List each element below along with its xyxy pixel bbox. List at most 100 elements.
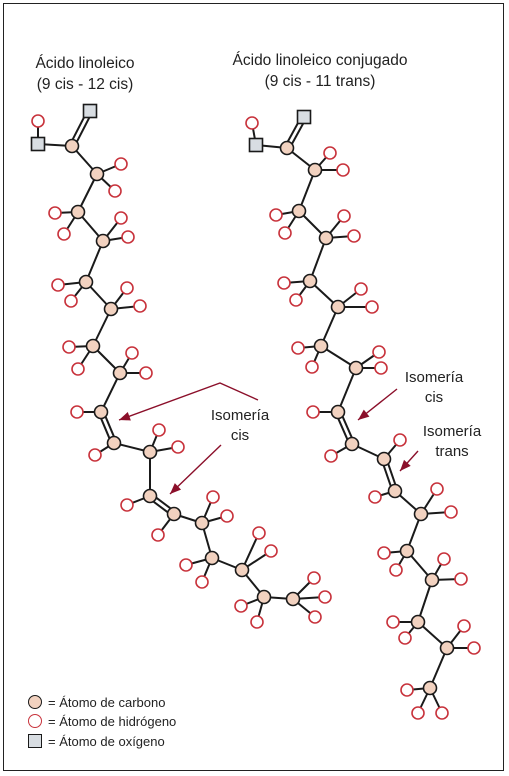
figure-frame [3, 3, 504, 771]
hydrogen-atom [70, 405, 84, 419]
right-trans-label: Isomería trans [412, 422, 492, 462]
arrow-left-isomery-2-head [170, 483, 182, 494]
hydrogen-atom [278, 226, 292, 240]
carbon-atom [376, 451, 392, 467]
hydrogen-atom [152, 423, 166, 437]
carbon-atom [422, 680, 438, 696]
hydrogen-atom [372, 345, 386, 359]
carbon-atom [95, 233, 111, 249]
hydrogen-atom [114, 211, 128, 225]
hydrogen-atom [323, 146, 337, 160]
hydrogen-atom [347, 229, 361, 243]
hydrogen-atom [277, 276, 291, 290]
carbon-atom [330, 299, 346, 315]
arrow-left-isomery-2 [169, 444, 222, 495]
hydrogen-atom [264, 544, 278, 558]
single-bond [85, 240, 104, 283]
hydrogen-atom [365, 300, 379, 314]
hydrogen-atom [245, 116, 259, 130]
hydrogen-atom [121, 230, 135, 244]
legend-oxygen-text: = Átomo de oxígeno [48, 733, 165, 749]
hydrogen-atom [114, 157, 128, 171]
right-title-name: Ácido linoleico conjugado [232, 52, 408, 69]
hydrogen-atom [336, 163, 350, 177]
legend-carbon: = Átomo de carbono [28, 693, 165, 711]
carbon-atom [344, 436, 360, 452]
hydrogen-atom [234, 599, 248, 613]
hydrogen-atom [386, 615, 400, 629]
hydrogen-atom [289, 293, 303, 307]
oxygen-legend-icon [28, 734, 42, 748]
carbon-atom [330, 404, 346, 420]
hydrogen-atom [252, 526, 266, 540]
hydrogen-atom [305, 360, 319, 374]
carbon-atom [166, 506, 182, 522]
hydrogen-atom [51, 278, 65, 292]
hydrogen-atom [308, 610, 322, 624]
arrow-right-trans-head [400, 459, 411, 471]
carbon-atom [302, 273, 318, 289]
left-title-isomers: (9 cis - 12 cis) [36, 76, 134, 93]
left-isomery-label: Isomería cis [200, 406, 280, 446]
carbon-atom [234, 562, 250, 578]
carbon-atom [106, 435, 122, 451]
single-bond [417, 579, 433, 623]
hydrogen-atom [457, 619, 471, 633]
hydrogen-atom [291, 341, 305, 355]
hydrogen-atom [393, 433, 407, 447]
carbon-atom [103, 301, 119, 317]
hydrogen-atom [125, 346, 139, 360]
single-bond [298, 169, 316, 212]
carbon-atom [387, 483, 403, 499]
hydrogen-atom [151, 528, 165, 542]
oxygen-atom [30, 136, 46, 152]
carbon-atom [78, 274, 94, 290]
hydrogen-atom [389, 563, 403, 577]
hydrogen-atom [269, 208, 283, 222]
hydrogen-atom [195, 575, 209, 589]
right-cis-label: Isomería cis [394, 368, 474, 408]
hydrogen-atom [120, 281, 134, 295]
hydrogen-atom [71, 362, 85, 376]
hydrogen-atom [171, 440, 185, 454]
hydrogen-atom [64, 294, 78, 308]
carbon-atom [142, 444, 158, 460]
hydrogen-atom [354, 282, 368, 296]
hydrogen-atom [48, 206, 62, 220]
carbon-atom [399, 543, 415, 559]
hydrogen-atom [318, 590, 332, 604]
single-bond [309, 237, 327, 282]
carbon-atom [85, 338, 101, 354]
single-bond [337, 367, 357, 413]
hydrogen-atom [250, 615, 264, 629]
carbon-atom [204, 550, 220, 566]
hydrogen-atom [411, 706, 425, 720]
carbon-atom [142, 488, 158, 504]
hydrogen-atom [454, 572, 468, 586]
hydrogen-atom [307, 571, 321, 585]
hydrogen-atom [467, 641, 481, 655]
hydrogen-atom [437, 552, 451, 566]
hydrogen-atom [31, 114, 45, 128]
hydrogen-atom [133, 299, 147, 313]
carbon-atom [307, 162, 323, 178]
carbon-atom [313, 338, 329, 354]
hydrogen-atom [120, 498, 134, 512]
carbon-atom [291, 203, 307, 219]
carbon-legend-icon [28, 695, 42, 709]
hydrogen-atom [108, 184, 122, 198]
oxygen-atom [296, 109, 312, 125]
hydrogen-atom [88, 448, 102, 462]
hydrogen-atom [57, 227, 71, 241]
carbon-atom [70, 204, 86, 220]
hydrogen-atom [324, 449, 338, 463]
left-title-name: Ácido linoleico [35, 55, 135, 72]
right-trans-line1: Isomería [422, 423, 482, 440]
hydrogen-atom [179, 558, 193, 572]
carbon-atom [410, 614, 426, 630]
right-trans-line2: trans [435, 443, 469, 460]
carbon-atom [93, 404, 109, 420]
carbon-atom [318, 230, 334, 246]
hydrogen-legend-icon [28, 714, 42, 728]
hydrogen-atom [62, 340, 76, 354]
